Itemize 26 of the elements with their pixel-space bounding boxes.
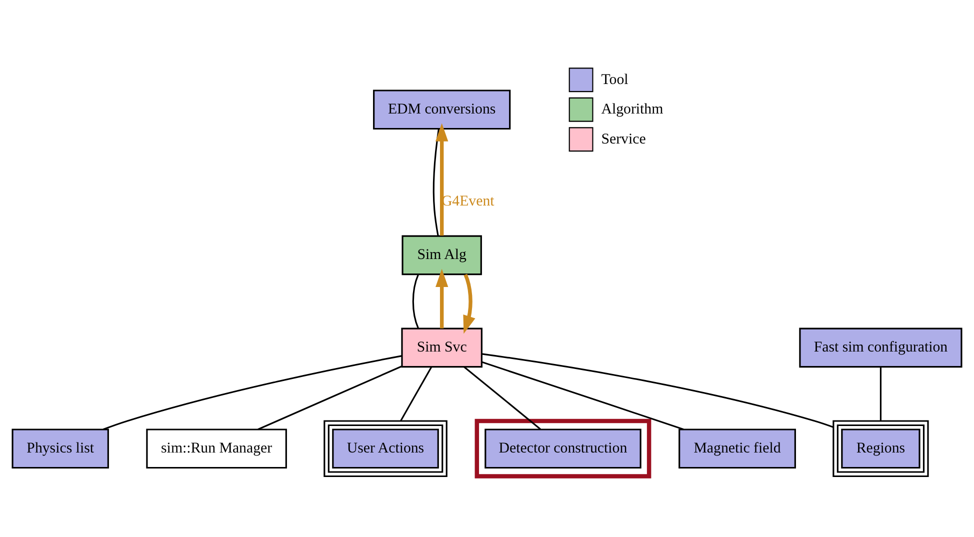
node-box: Detector construction (484, 428, 642, 469)
connector (464, 366, 541, 430)
connector (482, 353, 834, 428)
node-box: Regions (832, 420, 929, 478)
arrow (436, 268, 448, 328)
legend-label: Service (601, 131, 646, 148)
connector (880, 366, 882, 421)
arrow (463, 274, 476, 334)
node-box: EDM conversions (373, 90, 511, 130)
node-box: Sim Svc (401, 328, 482, 368)
node-box: User Actions (324, 420, 448, 478)
legend-label: Algorithm (601, 102, 664, 118)
connector (412, 274, 420, 329)
connector (102, 355, 402, 430)
node-box: Magnetic field (678, 428, 796, 469)
connector (258, 366, 402, 430)
cluster (474, 418, 652, 478)
node-box: Physics list (12, 428, 109, 469)
node-box: sim::Run Manager (146, 428, 287, 469)
connector (482, 361, 684, 430)
connector (432, 128, 440, 236)
arrow (436, 123, 448, 236)
node-box: Sim Alg (402, 235, 482, 276)
legend-label: Tool (601, 72, 628, 88)
node-box: Fast sim configuration (799, 328, 962, 368)
connector (400, 366, 432, 422)
